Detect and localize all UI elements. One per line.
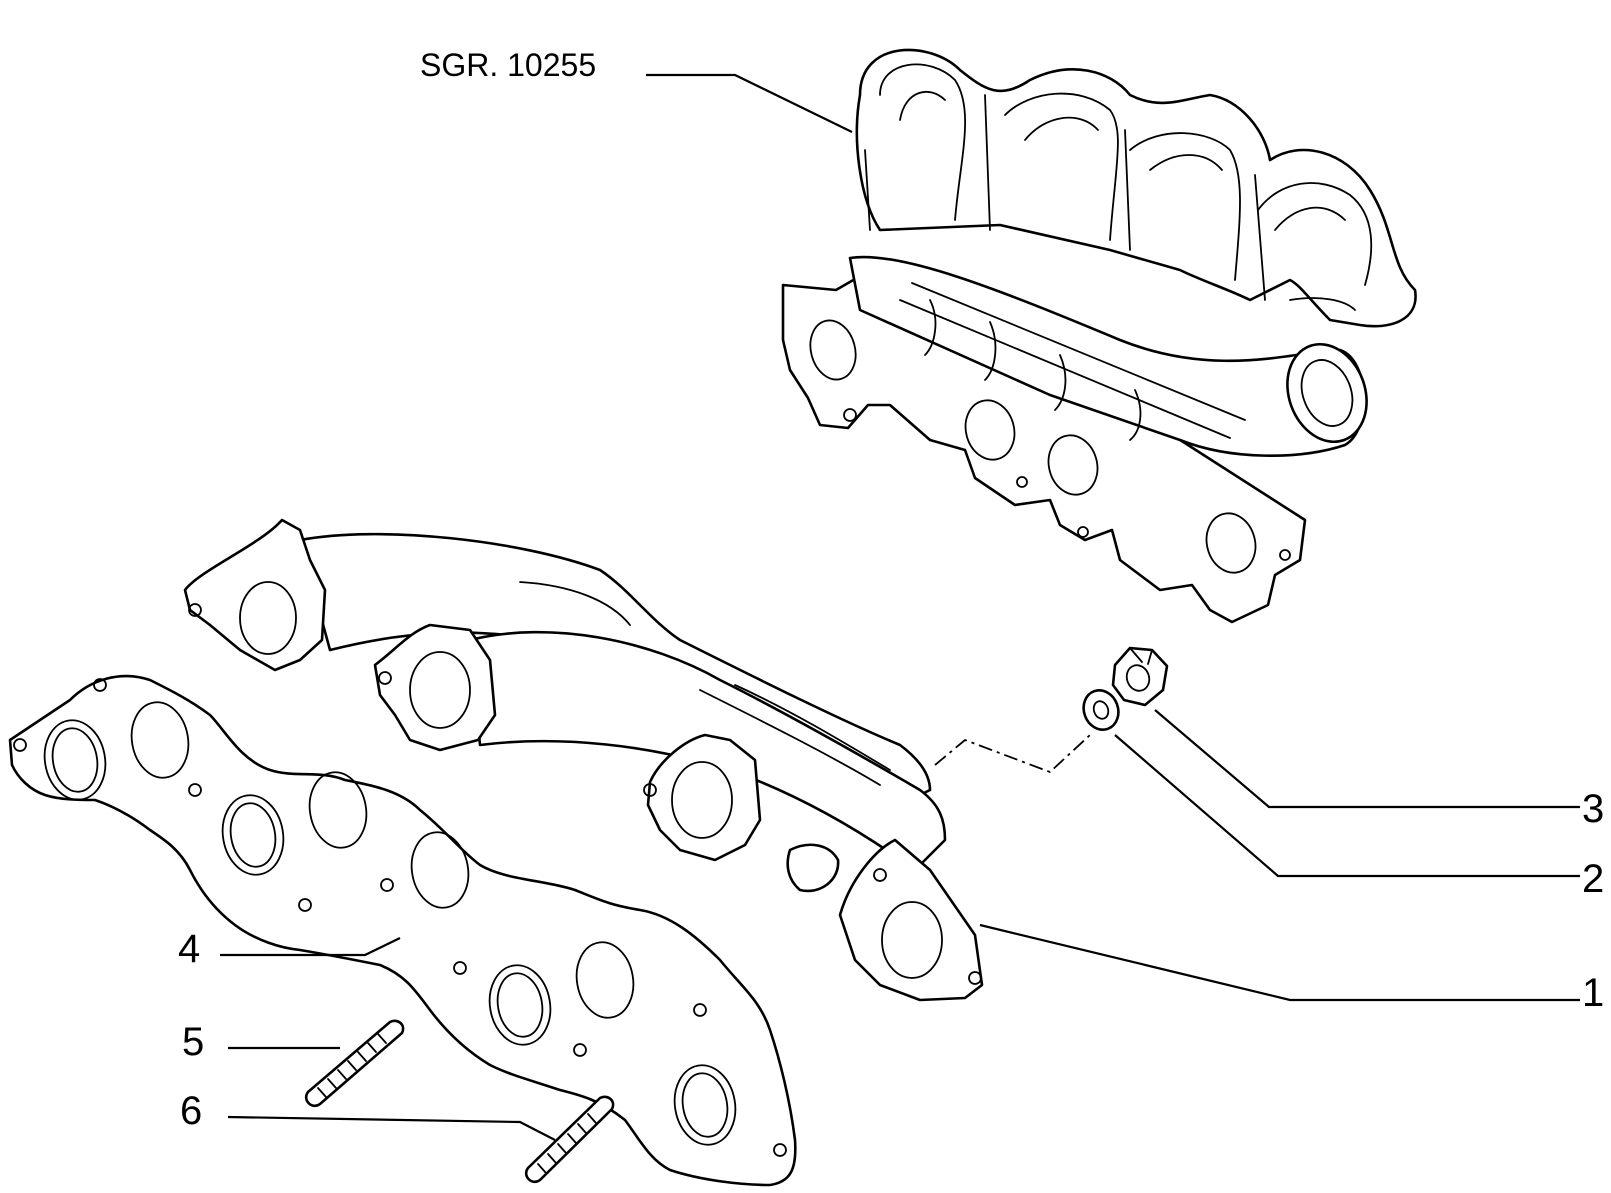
leader-1 bbox=[979, 923, 1580, 1002]
exhaust-manifold bbox=[183, 518, 984, 1002]
leader-4 bbox=[220, 937, 401, 957]
manifold-gasket bbox=[8, 674, 797, 1187]
callout-label-1: 1 bbox=[1582, 971, 1604, 1015]
washer-2 bbox=[1082, 689, 1120, 731]
intake-manifold bbox=[781, 48, 1417, 624]
callout-label-6: 6 bbox=[180, 1089, 202, 1133]
leader-sgr bbox=[646, 73, 853, 133]
leader-6 bbox=[227, 1115, 556, 1141]
leader-lines bbox=[220, 73, 1580, 1141]
reference-label: SGR. 10255 bbox=[420, 47, 596, 83]
callout-label-4: 4 bbox=[178, 927, 200, 971]
leader-3 bbox=[1154, 709, 1580, 809]
nut-3 bbox=[1111, 646, 1169, 707]
stud-axis-dashline bbox=[934, 734, 1091, 774]
stud-6 bbox=[524, 1095, 615, 1184]
leader-2 bbox=[1114, 734, 1580, 878]
callout-label-5: 5 bbox=[182, 1020, 204, 1064]
stud-5 bbox=[304, 1019, 405, 1108]
callout-label-2: 2 bbox=[1582, 857, 1604, 901]
callout-label-3: 3 bbox=[1582, 787, 1604, 831]
